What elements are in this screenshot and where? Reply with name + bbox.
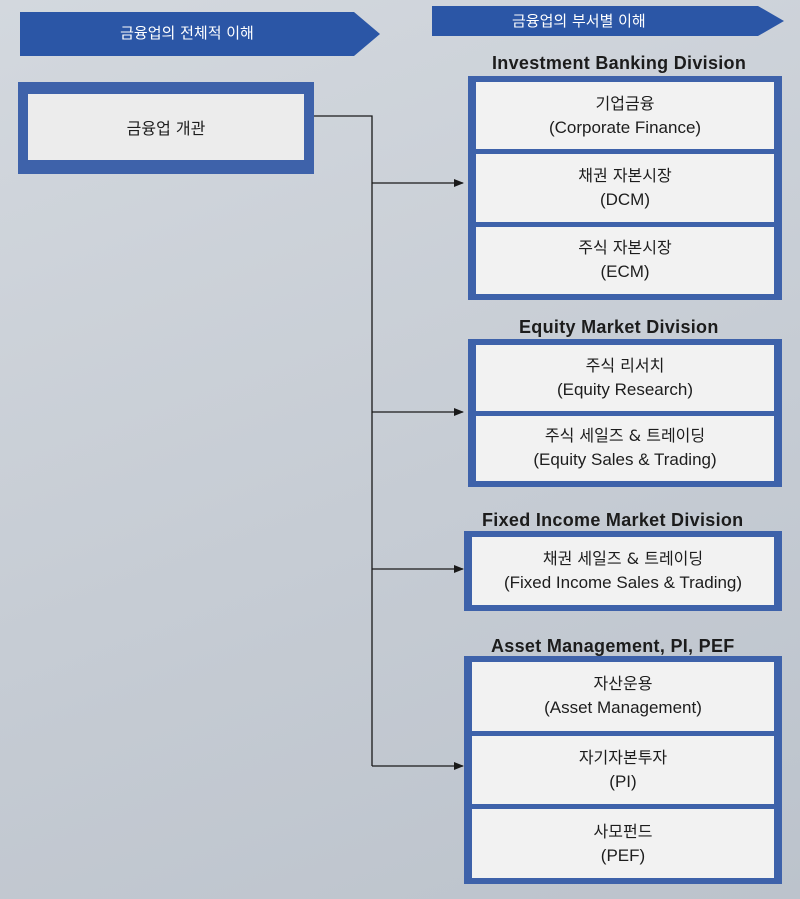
item-ko: 사모펀드 (593, 821, 653, 841)
item-en: (PI) (609, 772, 637, 791)
header-left-label: 금융업의 전체적 이해 (120, 24, 254, 42)
division-group-investment-banking: 기업금융 (Corporate Finance) 채권 자본시장 (DCM) 주… (468, 76, 782, 300)
division-item: 기업금융 (Corporate Finance) (476, 82, 774, 150)
division-item: 채권 세일즈 & 트레이딩 (Fixed Income Sales & Trad… (472, 537, 774, 605)
division-group-equity-market: 주식 리서치 (Equity Research) 주식 세일즈 & 트레이딩 (… (468, 339, 782, 487)
item-ko: 주식 리서치 (585, 355, 665, 375)
item-en: (Equity Sales & Trading) (533, 450, 717, 470)
overview-box: 금융업 개관 (18, 82, 314, 174)
item-en: (Asset Management) (544, 698, 702, 718)
item-ko: 채권 자본시장 (578, 165, 672, 185)
item-ko: 자기자본투자 (578, 748, 668, 767)
header-banner-right: 금융업의 부서별 이해 (432, 6, 784, 36)
item-ko: 주식 자본시장 (578, 238, 672, 258)
division-group-fixed-income: 채권 세일즈 & 트레이딩 (Fixed Income Sales & Trad… (464, 531, 782, 611)
header-right-label: 금융업의 부서별 이해 (512, 12, 646, 30)
item-en: (Fixed Income Sales & Trading) (503, 573, 743, 592)
division-title-fixed-income: Fixed Income Market Division (482, 510, 744, 530)
division-item: 주식 리서치 (Equity Research) (476, 345, 774, 411)
item-en: (PEF) (600, 845, 646, 865)
overview-box-label: 금융업 개관 (28, 94, 304, 160)
division-item: 주식 자본시장 (ECM) (476, 226, 774, 294)
item-ko: 기업금융 (595, 93, 655, 113)
trunk-line (314, 115, 373, 766)
item-ko: 자산운용 (593, 674, 653, 694)
division-item: 자산운용 (Asset Management) (472, 662, 774, 731)
item-en: (Corporate Finance) (548, 117, 702, 137)
header-banner-left: 금융업의 전체적 이해 (20, 12, 380, 56)
division-title-investment-banking: Investment Banking Division (492, 53, 747, 73)
item-ko: 주식 세일즈 & 트레이딩 (544, 426, 706, 446)
item-en: (Equity Research) (556, 379, 694, 399)
division-item: 자기자본투자 (PI) (472, 735, 774, 805)
division-item: 사모펀드 (PEF) (472, 809, 774, 879)
item-ko: 채권 세일즈 & 트레이딩 (542, 549, 704, 568)
item-en: (ECM) (600, 262, 650, 282)
division-group-asset-management: 자산운용 (Asset Management) 자기자본투자 (PI) 사모펀드… (464, 656, 782, 884)
division-title-asset-management: Asset Management, PI, PEF (491, 636, 735, 656)
division-item: 주식 세일즈 & 트레이딩 (Equity Sales & Trading) (476, 415, 774, 481)
division-item: 채권 자본시장 (DCM) (476, 154, 774, 222)
item-en: (DCM) (599, 189, 651, 209)
division-title-equity-market: Equity Market Division (519, 317, 719, 337)
